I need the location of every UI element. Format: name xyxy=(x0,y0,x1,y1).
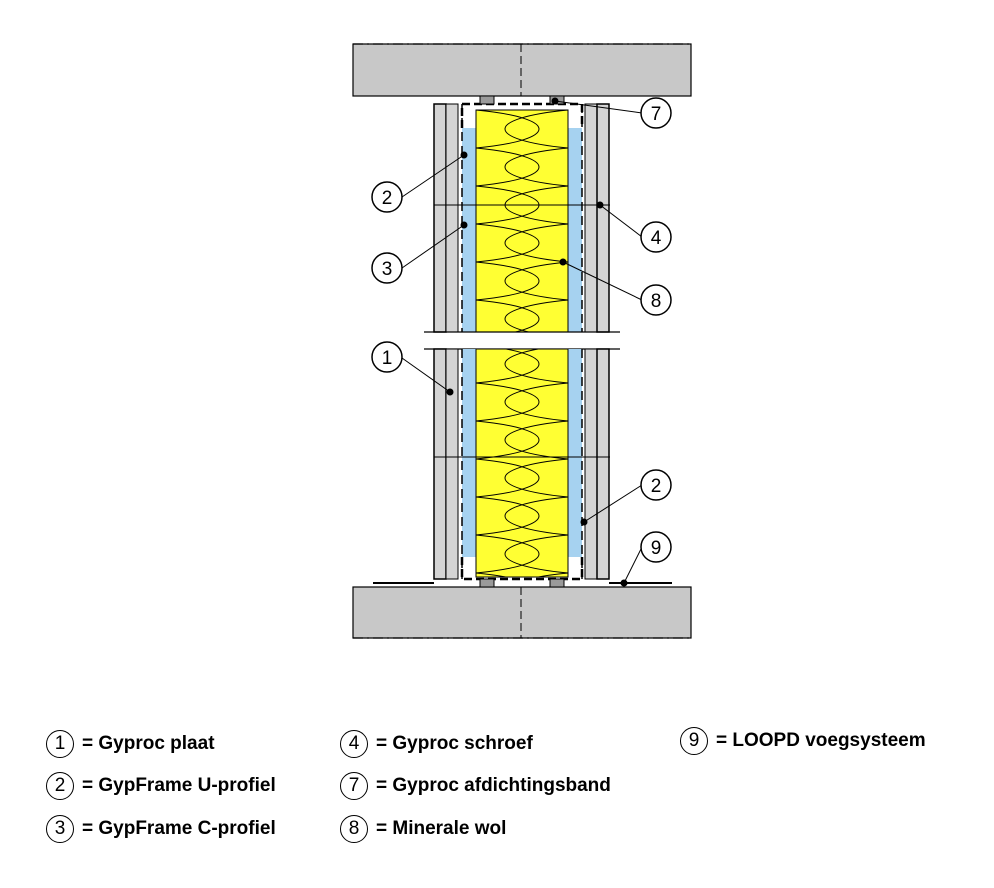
svg-text:4: 4 xyxy=(651,228,662,249)
callout-1: 1 xyxy=(371,341,403,373)
legend-label: = Gyproc plaat xyxy=(82,733,215,754)
svg-text:2: 2 xyxy=(382,188,393,209)
legend-item-1: 1 = Gyproc plaat xyxy=(46,729,215,759)
svg-text:1: 1 xyxy=(382,348,393,369)
legend-label: = GypFrame U-profiel xyxy=(82,775,276,796)
legend-number: 4 xyxy=(340,730,368,758)
legend-label: = Gyproc schroef xyxy=(376,733,533,754)
legend-number: 2 xyxy=(46,772,74,800)
legend-label: = Gyproc afdichtingsband xyxy=(376,775,611,796)
callout-8: 8 xyxy=(640,284,672,316)
legend-number: 3 xyxy=(46,815,74,843)
legend-number: 9 xyxy=(680,727,708,755)
callout-2-bottom: 2 xyxy=(640,469,672,501)
svg-text:8: 8 xyxy=(651,291,662,312)
legend-label: = Minerale wol xyxy=(376,818,507,839)
legend-label: = LOOPD voegsysteem xyxy=(716,730,926,751)
legend-item-9: 9 = LOOPD voegsysteem xyxy=(680,726,926,756)
svg-text:3: 3 xyxy=(382,259,393,280)
legend-number: 8 xyxy=(340,815,368,843)
wall-lower-part xyxy=(373,348,672,588)
callout-3: 3 xyxy=(371,252,403,284)
legend-label: = GypFrame C-profiel xyxy=(82,818,276,839)
legend-number: 7 xyxy=(340,772,368,800)
legend-item-3: 3 = GypFrame C-profiel xyxy=(46,814,276,844)
legend-item-8: 8 = Minerale wol xyxy=(340,814,506,844)
break-line xyxy=(424,331,620,350)
bottom-concrete-slab xyxy=(352,586,692,639)
legend-item-7: 7 = Gyproc afdichtingsband xyxy=(340,771,611,801)
legend-item-2: 2 = GypFrame U-profiel xyxy=(46,771,276,801)
wall-upper-part xyxy=(433,95,610,333)
callout-leaders xyxy=(401,97,643,587)
callout-7: 7 xyxy=(640,97,672,129)
svg-text:7: 7 xyxy=(651,104,662,125)
legend-item-4: 4 = Gyproc schroef xyxy=(340,729,533,759)
top-concrete-slab xyxy=(352,43,692,97)
svg-text:2: 2 xyxy=(651,476,662,497)
svg-text:9: 9 xyxy=(651,538,662,559)
callout-4: 4 xyxy=(640,221,672,253)
callout-9: 9 xyxy=(640,531,672,563)
callout-2-top: 2 xyxy=(371,181,403,213)
legend-number: 1 xyxy=(46,730,74,758)
wall-section-diagram: 7 2 4 3 8 1 2 9 xyxy=(352,43,692,639)
